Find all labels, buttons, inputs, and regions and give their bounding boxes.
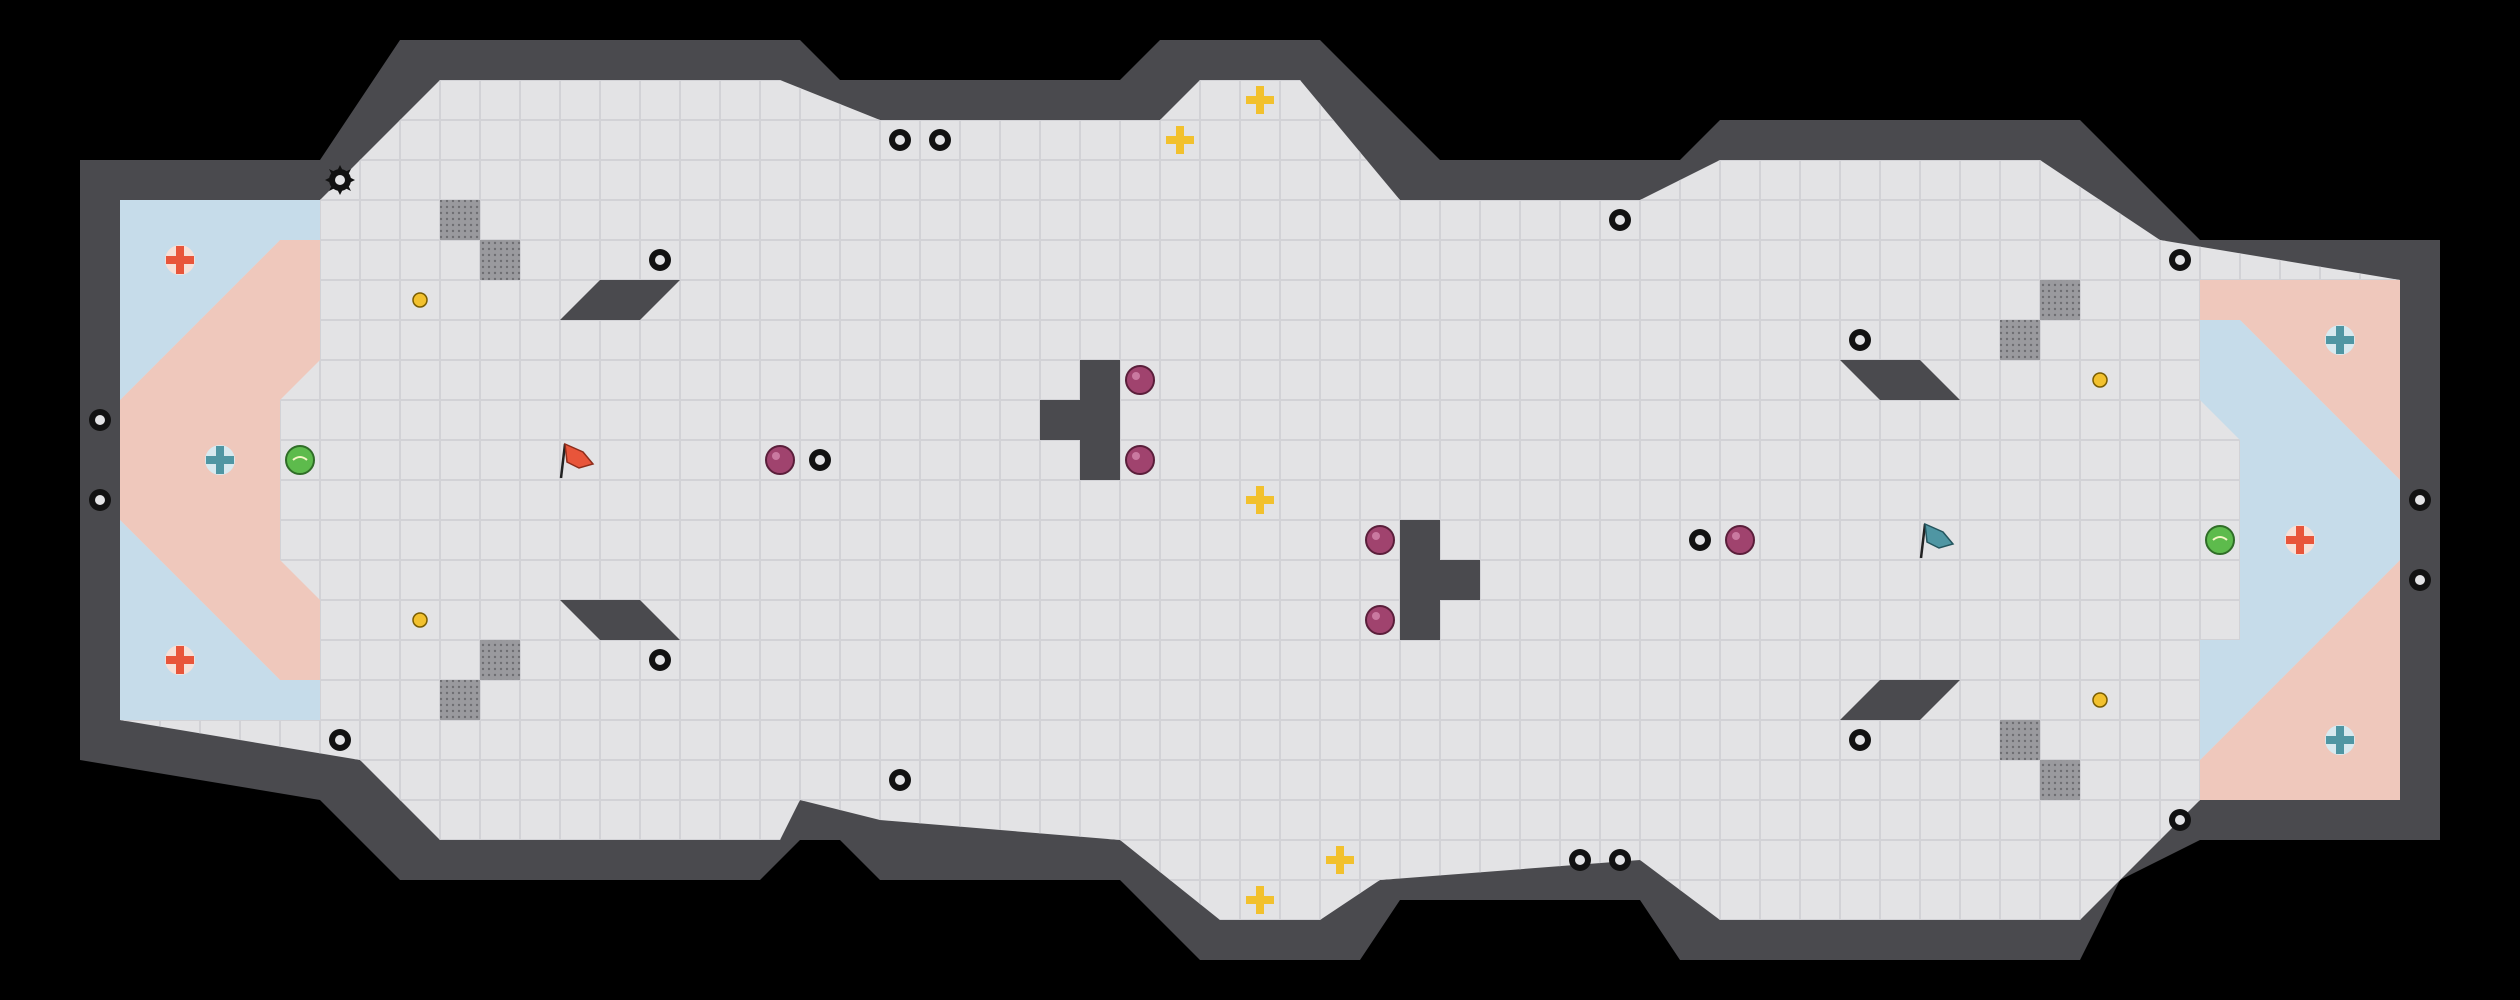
boost-icon <box>2092 372 2108 388</box>
spike-icon <box>1689 529 1711 551</box>
spike-icon <box>89 409 111 431</box>
spike-icon <box>1569 849 1591 871</box>
gate-tile <box>440 680 480 720</box>
gate-tile <box>2040 280 2080 320</box>
spike-icon <box>1609 849 1631 871</box>
powerup-icon <box>1246 886 1274 914</box>
spike-icon <box>2409 569 2431 591</box>
bomb-icon <box>1365 605 1395 635</box>
spike-icon <box>1849 329 1871 351</box>
team-portal-icon <box>165 645 195 675</box>
spike-icon <box>2169 249 2191 271</box>
team-portals <box>165 245 2355 755</box>
diagonal-wall <box>560 600 680 640</box>
bomb-icon <box>1365 525 1395 555</box>
green-ball-icon <box>285 445 315 475</box>
bomb-icon <box>1125 445 1155 475</box>
spike-icon <box>1609 209 1631 231</box>
boost-icon <box>412 612 428 628</box>
team-portal-icon <box>205 445 235 475</box>
gate-tile <box>480 640 520 680</box>
gate-tiles <box>440 200 2080 800</box>
gate-tile <box>2000 320 2040 360</box>
gate-tile <box>480 240 520 280</box>
team-portal-icon <box>2325 725 2355 755</box>
bomb-icon <box>765 445 795 475</box>
flag-icon <box>1919 522 1955 559</box>
spike-icon <box>329 729 351 751</box>
spikes <box>89 129 2431 871</box>
spike-icon <box>1849 729 1871 751</box>
t-wall <box>1400 520 1480 640</box>
diagonal-wall <box>1840 680 1960 720</box>
spike-icon <box>649 649 671 671</box>
powerups <box>1166 86 1354 914</box>
powerup-icon <box>1166 126 1194 154</box>
spike-icon <box>89 489 111 511</box>
flag-icon <box>559 442 595 479</box>
spike-icon <box>325 165 355 195</box>
boosts <box>412 292 2108 708</box>
interior-walls <box>560 280 1960 720</box>
bomb-icon <box>1125 365 1155 395</box>
flags <box>559 442 1955 559</box>
gate-tile <box>2040 760 2080 800</box>
gate-tile <box>2000 720 2040 760</box>
boost-icon <box>2092 692 2108 708</box>
spike-icon <box>2409 489 2431 511</box>
diagonal-wall <box>560 280 680 320</box>
spike-icon <box>929 129 951 151</box>
spike-icon <box>649 249 671 271</box>
spike-icon <box>889 129 911 151</box>
bombs <box>765 365 1755 635</box>
balls <box>285 445 2235 555</box>
green-ball-icon <box>2205 525 2235 555</box>
gate-tile <box>440 200 480 240</box>
spike-icon <box>889 769 911 791</box>
powerup-icon <box>1246 86 1274 114</box>
boost-icon <box>412 292 428 308</box>
powerup-icon <box>1246 486 1274 514</box>
powerup-icon <box>1326 846 1354 874</box>
t-wall <box>1040 360 1120 480</box>
spike-icon <box>2169 809 2191 831</box>
team-portal-icon <box>2325 325 2355 355</box>
team-portal-icon <box>2285 525 2315 555</box>
team-portal-icon <box>165 245 195 275</box>
diagonal-wall <box>1840 360 1960 400</box>
bomb-icon <box>1725 525 1755 555</box>
spike-icon <box>809 449 831 471</box>
